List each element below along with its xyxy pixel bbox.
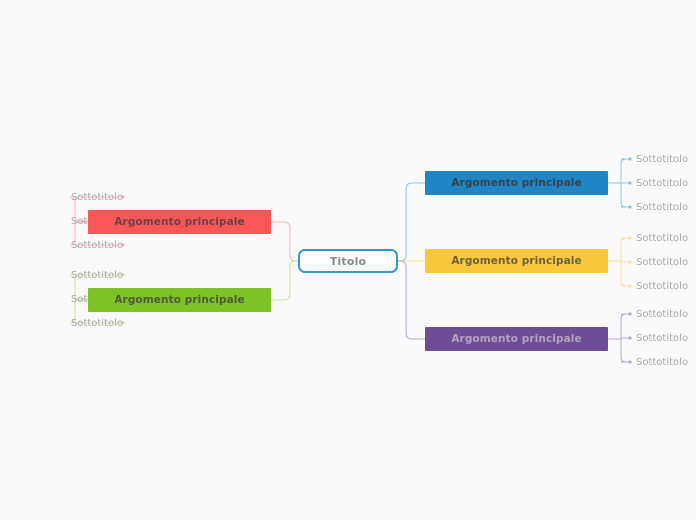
leaf-connector-dot [628, 284, 632, 288]
leaf-connector-dot [628, 260, 632, 264]
connector-line [620, 158, 627, 208]
subtopic-purple-3[interactable]: Sottotitolo [636, 357, 689, 368]
subtopic-purple-1[interactable]: Sottotitolo [636, 309, 689, 320]
main-topic-yellow[interactable]: Argomento principale [425, 249, 608, 273]
main-topic-purple[interactable]: Argomento principale [425, 327, 608, 351]
root-node-titolo[interactable]: Titolo [298, 249, 398, 273]
subtopic-purple-2[interactable]: Sottotitolo [636, 333, 689, 344]
main-topic-blue[interactable]: Argomento principale [425, 171, 608, 195]
subtopic-yellow-1[interactable]: Sottotitolo [636, 233, 689, 244]
subtopic-blue-2[interactable]: Sottotitolo [636, 178, 689, 189]
subtopic-green-1[interactable]: Sottotitolo [70, 270, 123, 281]
connector-line [271, 260, 298, 301]
leaf-connector-dot [628, 205, 632, 209]
leaf-connector-dot [628, 312, 632, 316]
subtopic-yellow-2[interactable]: Sottotitolo [636, 257, 689, 268]
subtopic-green-3[interactable]: Sottotitolo [70, 318, 123, 329]
leaf-connector-dot [628, 157, 632, 161]
connector-line [398, 260, 425, 340]
leaf-connector-dot [628, 236, 632, 240]
connector-line [271, 221, 298, 262]
subtopic-yellow-3[interactable]: Sottotitolo [636, 281, 689, 292]
subtopic-red-3[interactable]: Sottotitolo [70, 240, 123, 251]
main-topic-red[interactable]: Argomento principale [88, 210, 271, 234]
main-topic-green[interactable]: Argomento principale [88, 288, 271, 312]
leaf-connector-dot [628, 336, 632, 340]
subtopic-red-1[interactable]: Sottotitolo [70, 192, 123, 203]
subtopic-blue-1[interactable]: Sottotitolo [636, 154, 689, 165]
connector-line [620, 313, 627, 363]
leaf-connector-dot [628, 360, 632, 364]
subtopic-blue-3[interactable]: Sottotitolo [636, 202, 689, 213]
connector-line [398, 182, 425, 262]
connector-line [620, 237, 627, 287]
leaf-connector-dot [628, 181, 632, 185]
